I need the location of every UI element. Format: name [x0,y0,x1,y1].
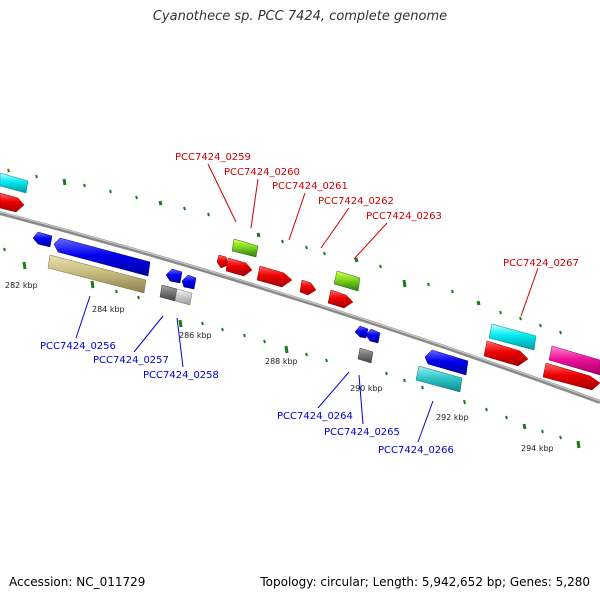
gene-red-right [542,362,600,391]
accession-text: Accession: NC_011729 [9,575,146,589]
genome-summary-text: Topology: circular; Length: 5,942,652 bp… [260,575,590,589]
gene-0262-b [327,289,354,309]
gene-0256-blue [53,237,151,277]
gene-0257-gray [159,284,178,302]
gene-0258-light [174,288,193,306]
forward-strand-genes [0,172,600,391]
gene-0257-blue [165,268,183,284]
gene-0260-red [225,257,253,277]
gene-0265-blue [365,328,381,344]
gene-cyan-left [0,172,29,194]
genome-backbone [0,211,600,404]
reverse-strand-genes [32,231,469,393]
gene-0266-teal [415,365,463,393]
gene-0263-green [333,270,361,292]
gene-0267-cyan [488,323,537,351]
gene-0267-red [483,340,529,367]
upper-tick-ruler [7,168,562,335]
gene-label-0263: PCC7424_0263 [366,211,442,222]
gene-label-0260: PCC7424_0260 [224,167,300,178]
gene-magenta [548,345,600,376]
gene-label-0258: PCC7424_0258 [143,370,219,381]
gene-label-0257: PCC7424_0257 [93,355,169,366]
map-title: Cyanothece sp. PCC 7424, complete genome [152,9,448,24]
scale-label-294kbp: 294 kbp [521,444,554,453]
gene-label-0259: PCC7424_0259 [175,152,251,163]
gene-0259 [216,254,229,269]
genome-backbone-highlight [0,211,600,402]
scale-label-290kbp: 290 kbp [350,384,383,393]
gene-label-0265: PCC7424_0265 [324,427,400,438]
gene-0256-khaki [47,254,147,294]
lower-tick-ruler [3,247,581,449]
scale-label-284kbp: 284 kbp [92,305,125,314]
scale-label-282kbp: 282 kbp [5,281,38,290]
scale-label-292kbp: 292 kbp [436,413,469,422]
gene-label-0267: PCC7424_0267 [503,258,579,269]
gene-label-0256: PCC7424_0256 [40,341,116,352]
callout-lines [75,163,539,443]
scale-label-288kbp: 288 kbp [265,357,298,366]
gene-red-left [0,192,25,213]
gene-0258-blue [181,274,197,290]
gene-label-0261: PCC7424_0261 [272,181,348,192]
gene-label-0266: PCC7424_0266 [378,445,454,456]
gene-0261 [256,265,293,288]
gene-label-0264: PCC7424_0264 [277,411,353,422]
gene-0266-blue [424,349,469,376]
gene-0264-blue [354,325,369,339]
scale-label-286kbp: 286 kbp [179,331,212,340]
gene-0262-a [299,279,317,296]
gene-0260-green [231,238,259,258]
gene-0265-gray [357,347,374,364]
gene-label-0262: PCC7424_0262 [318,196,394,207]
gene-blue-small-left [32,231,53,248]
